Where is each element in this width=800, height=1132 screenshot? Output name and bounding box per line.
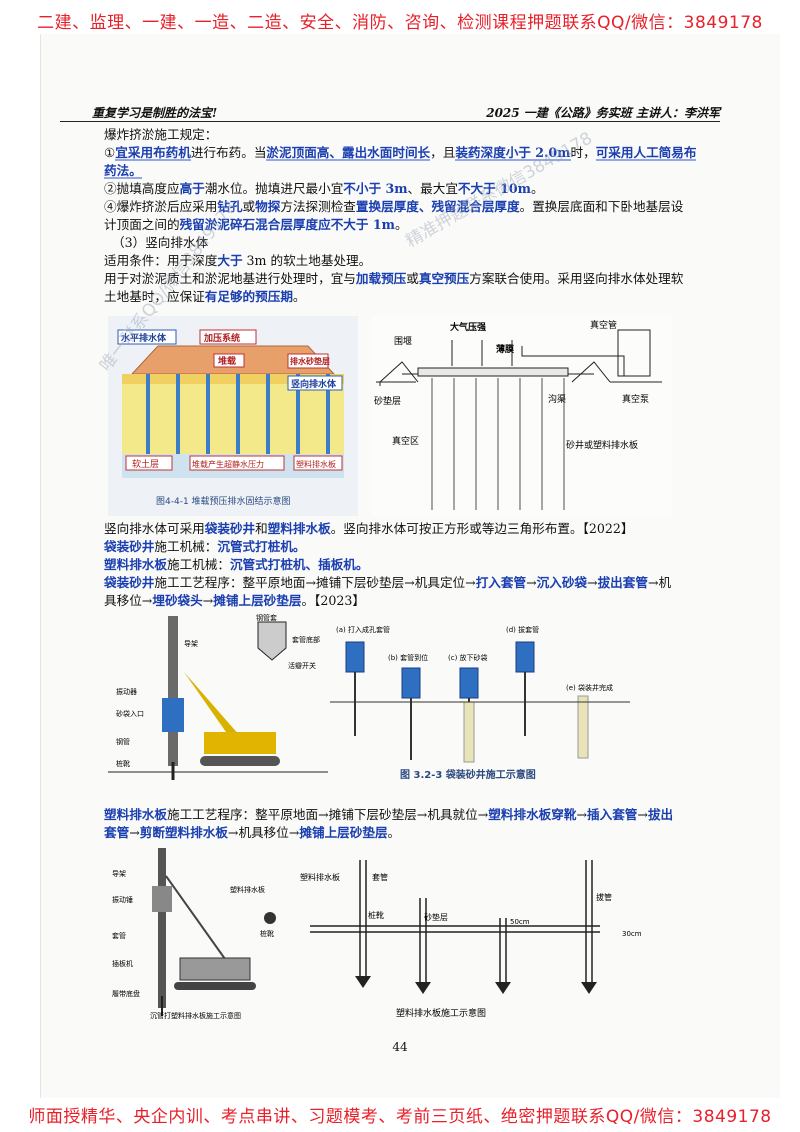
text-line: ①宜采用布药机进行布药。当淤泥顶面高、露出水面时间长，且装药深度小于 2.0m时… [104,145,697,160]
fig3-label: 导架 [184,640,198,648]
text-line: 套管→剪断塑料排水板→机具移位→摊铺上层砂垫层。 [104,825,401,840]
header-motto: 重复学习是制胜的法宝! [92,106,218,120]
fig6-label: 50cm [510,918,530,926]
fig2-label: 真空泵 [622,393,649,405]
fig3-label: 活瓣开关 [288,661,316,670]
text-line: 用于对淤泥质土和淤泥地基进行处理时，宜与加载预压或真空预压方案联合使用。采用竖向… [104,271,684,286]
fig6-label: 拔管 [596,892,612,902]
surcharge-preload-figure: 水平排水体 加压系统 堆载 排水砂垫层 竖向排水体 软土层 堆载产生超静水压力 … [108,316,358,516]
text-line: （3）竖向排水体 [112,235,209,250]
text-line: 爆炸挤淤施工规定： [104,127,218,142]
plastic-board-steps-figure: 塑料排水板 套管 桩靴 砂垫层 50cm 拔管 30cm 塑料排水板施工示意图 [300,860,642,1019]
text-line: 药法。 [104,163,142,178]
text-line: ②抛填高度应高于潮水位。抛填进尺最小宜不小于 3m、最大宜不大于 10m。 [104,181,544,196]
sand-drain-rig-figure: 钢管套 套管底部 活瓣开关 振动器 砂袋入口 钢管 导架 桩靴 [108,613,328,780]
sand-drain-steps-figure: (a) 打入成孔套管 (b) 套管到位 (c) 放下砂袋 (d) 拔套管 (e)… [330,625,630,781]
text-line: 袋装砂井施工工艺程序：整平原地面→摊铺下层砂垫层→机具定位→打入套管→沉入砂袋→… [104,575,672,590]
fig5-label: 导架 [112,870,126,878]
fig3-label: 套管底部 [292,635,320,644]
fig1-label: 加压系统 [203,332,240,344]
text-line: 土地基时，应保证有足够的预压期。 [104,289,306,304]
fig1-label: 排水砂垫层 [290,356,330,366]
fig2-label: 大气压强 [450,321,486,333]
fig3-label: 钢管 [116,737,130,746]
fig5-label: 插板机 [112,959,133,968]
fig1-label: 堆载 [218,355,236,367]
fig6-label: 塑料排水板 [300,872,340,882]
fig6-label: 砂垫层 [424,912,448,922]
text-line: 竖向排水体可采用袋装砂井和塑料排水板。竖向排水体可按正方形或等边三角形布置。【2… [104,521,634,536]
fig2-label: 围堰 [394,336,412,347]
text-line: ④爆炸挤淤后应采用钻孔或物探方法探测检查置换层厚度、残留混合层厚度。置换层底面和… [104,199,684,214]
fig6-caption: 塑料排水板施工示意图 [396,1007,486,1019]
fig1-label: 软土层 [132,458,159,470]
fig4-label: (b) 套管到位 [388,653,428,662]
fig5-label: 桩靴 [260,929,274,938]
fig3-label: 振动器 [116,687,137,696]
top-banner: 二建、监理、一建、一造、二造、安全、消防、咨询、检测课程押题联系QQ/微信：38… [37,13,763,33]
fig4-label: (a) 打入成孔套管 [336,625,390,634]
fig1-label: 堆载产生超静水压力 [192,459,264,469]
fig5-label: 振动锤 [112,895,133,904]
fig4-label: (e) 袋装井完成 [566,683,613,692]
fig5-caption: 沉管打塑料排水板施工示意图 [150,1011,241,1020]
fig2-label: 砂垫层 [374,395,401,407]
fig6-label: 桩靴 [368,910,384,920]
header-course: 2025 一建《公路》务实班 主讲人：李洪军 [486,106,720,120]
fig4-label: (c) 放下砂袋 [448,653,488,662]
fig2-label: 砂井或塑料排水板 [566,439,638,451]
fig2-label: 真空区 [392,435,419,447]
text-line: 计顶面之间的残留淤泥碎石混合层厚度应不大于 1m。 [104,217,408,232]
fig5-label: 履带底盘 [112,989,140,998]
text-line: 适用条件：用于深度大于 3m 的软土地基处理。 [104,253,372,268]
fig2-label: 薄膜 [496,343,515,355]
text-line: 塑料排水板施工工艺程序：整平原地面→摊铺下层砂垫层→机具就位→塑料排水板穿靴→插… [104,807,674,822]
vacuum-preload-figure: 围堰 大气压强 薄膜 真空管 砂垫层 沟渠 真空泵 真空区 砂井或塑料排水板 [372,316,672,516]
bottom-banner: 师面授精华、央企内训、考点串讲、习题模考、考前三页纸、绝密押题联系QQ/微信：3… [28,1107,772,1127]
fig3-label: 砂袋入口 [116,709,144,718]
fig4-caption: 图 3.2-3 袋装砂井施工示意图 [400,768,536,781]
fig5-label: 塑料排水板 [230,885,265,894]
fig1-label: 竖向排水体 [291,378,337,390]
text-line: 袋装砂井施工机械：沉管式打桩机。 [104,539,306,554]
fig4-label: (d) 拔套管 [506,625,539,634]
fig1-caption: 图4-4-1 堆载预压排水固结示意图 [156,495,291,507]
fig5-label: 套管 [112,931,126,940]
fig2-label: 真空管 [590,319,617,331]
page-number: 44 [392,1040,408,1054]
fig1-label: 水平排水体 [121,332,167,344]
text-line: 塑料排水板施工机械：沉管式打桩机、插板机。 [104,557,369,572]
fig6-label: 套管 [372,872,388,882]
plastic-board-rig-figure: 导架 振动锤 套管 塑料排水板 桩靴 插板机 履带底盘 沉管打塑料排水板施工示意… [112,848,276,1020]
page-header: 重复学习是制胜的法宝! 2025 一建《公路》务实班 主讲人：李洪军 [60,104,720,122]
fig6-label: 30cm [622,930,642,938]
fig3-label: 桩靴 [116,759,130,768]
fig3-label: 钢管套 [256,613,277,622]
fig2-label: 沟渠 [548,393,566,405]
text-line: 具移位→埋砂袋头→摊铺上层砂垫层。【2023】 [104,593,365,608]
fig1-label: 塑料排水板 [296,459,336,469]
